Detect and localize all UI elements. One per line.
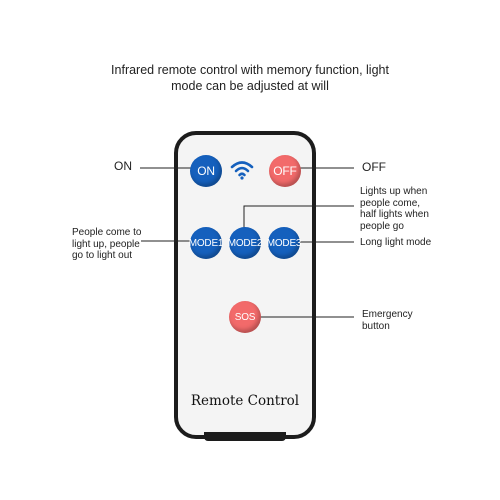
- label-mode2-line: Lights up when: [360, 186, 428, 197]
- mode3-button[interactable]: MODE3: [267, 227, 301, 259]
- caption: Infrared remote control with memory func…: [0, 62, 500, 94]
- on-button[interactable]: ON: [190, 155, 222, 187]
- label-mode2-line: half lights when: [360, 209, 429, 220]
- line-mode2: [243, 205, 354, 229]
- sos-button[interactable]: SOS: [229, 301, 261, 333]
- off-button[interactable]: OFF: [269, 155, 301, 187]
- remote-brand-label: Remote Control: [190, 393, 300, 409]
- label-mode2-line: people come,: [360, 197, 421, 209]
- caption-line-2: mode can be adjusted at will: [171, 79, 329, 93]
- label-sos: Emergency button: [362, 309, 413, 332]
- label-mode3: Long light mode: [360, 237, 432, 248]
- wifi-icon: [230, 161, 254, 180]
- label-mode2: Lights up when people come, half lights …: [360, 186, 429, 232]
- label-off: OFF: [362, 160, 386, 174]
- mode1-button[interactable]: MODE1: [189, 227, 223, 259]
- mode2-button[interactable]: MODE2: [228, 227, 262, 259]
- label-mode1: People come to light up, people go to li…: [72, 227, 142, 262]
- label-mode1-line: go to light out: [72, 250, 133, 261]
- label-on: ON: [114, 159, 132, 173]
- caption-line-1: Infrared remote control with memory func…: [111, 63, 389, 77]
- label-sos-line: Emergency: [362, 309, 413, 320]
- label-mode1-line: People come to: [72, 227, 142, 238]
- label-sos-line: button: [362, 320, 390, 332]
- remote-bottom-edge: [204, 432, 286, 441]
- label-mode1-line: light up, people: [72, 238, 140, 250]
- label-mode2-line: people go: [360, 220, 404, 232]
